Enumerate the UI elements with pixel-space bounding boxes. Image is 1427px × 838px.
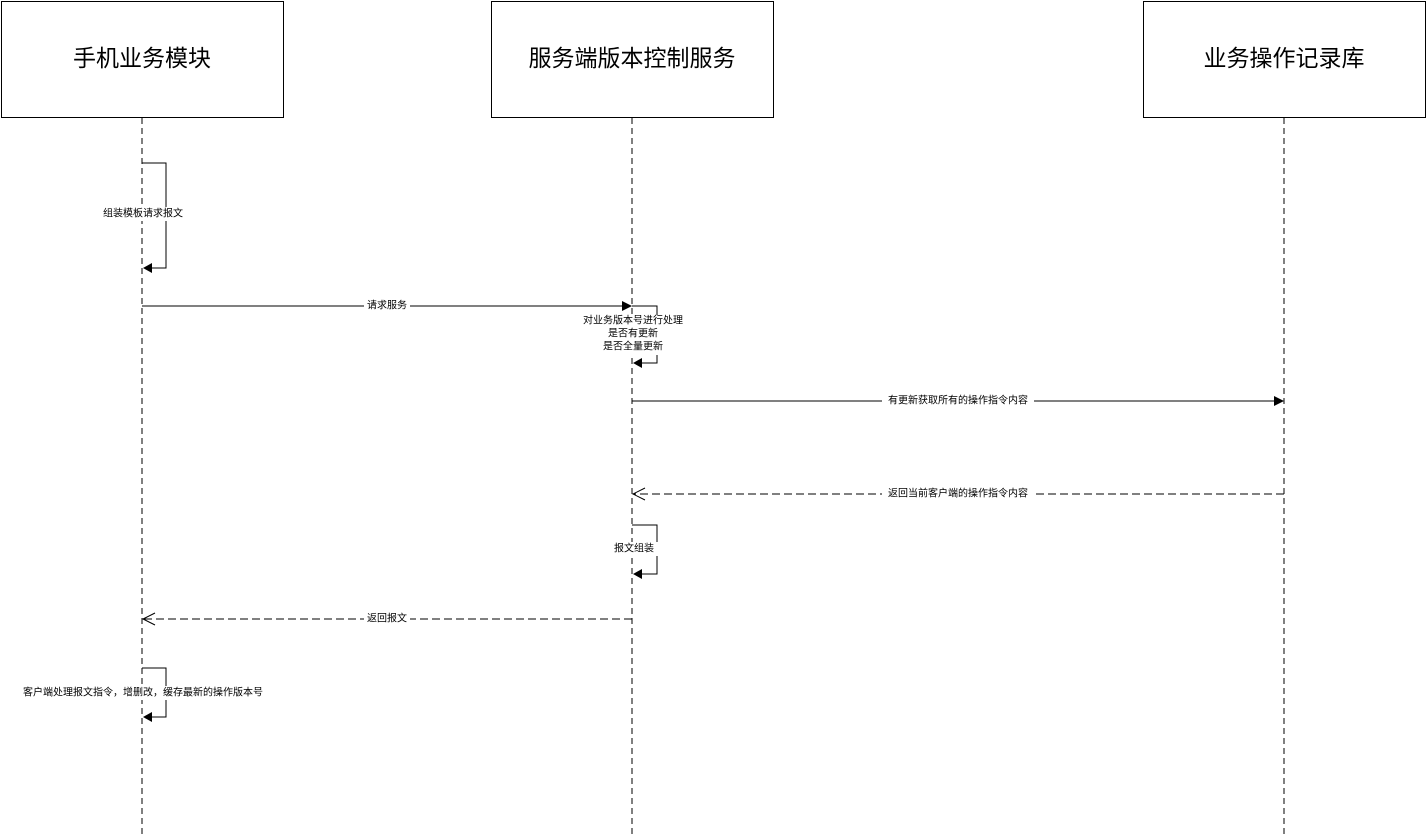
arrowhead-open <box>141 612 156 626</box>
arrowhead-filled <box>1274 396 1284 406</box>
participant-mobile: 手机业务模块 <box>1 1 284 118</box>
message-label: 组装模板请求报文 <box>103 207 183 220</box>
message-self-assemble-response: 报文组装 <box>610 524 658 579</box>
participant-store-label: 业务操作记录库 <box>1204 46 1365 72</box>
message-label: 客户端处理报文指令，增删改，缓存最新的操作版本号 <box>23 686 263 699</box>
message-label: 有更新获取所有的操作指令内容 <box>888 394 1028 407</box>
arrowhead-filled <box>622 301 632 311</box>
message-self-process-instructions: 客户端处理报文指令，增删改，缓存最新的操作版本号 <box>14 667 272 722</box>
message-label: 报文组装 <box>614 542 654 555</box>
message-label: 返回当前客户端的操作指令内容 <box>888 487 1028 500</box>
message-return-response: 返回报文 <box>141 612 632 626</box>
arrowhead-filled <box>633 358 642 368</box>
participant-mobile-label: 手机业务模块 <box>73 46 211 72</box>
message-self-assemble-request: 组装模板请求报文 <box>100 162 186 273</box>
message-label-line-1: 对业务版本号进行处理 <box>583 314 683 327</box>
message-label: 请求服务 <box>367 299 407 312</box>
message-fetch-operations: 有更新获取所有的操作指令内容 <box>632 394 1284 408</box>
message-label-line-3: 是否全量更新 <box>603 340 663 353</box>
arrowhead-filled <box>143 263 152 273</box>
participant-server: 服务端版本控制服务 <box>491 1 774 118</box>
message-label: 返回报文 <box>367 612 407 625</box>
message-self-version-check: 对业务版本号进行处理 是否有更新 是否全量更新 <box>578 305 688 368</box>
arrowhead-filled <box>633 569 642 579</box>
message-return-operations: 返回当前客户端的操作指令内容 <box>631 487 1284 501</box>
arrowhead-open <box>631 487 646 501</box>
arrowhead-filled <box>143 712 152 722</box>
participant-server-label: 服务端版本控制服务 <box>529 46 736 72</box>
message-label-line-2: 是否有更新 <box>608 327 658 340</box>
message-request-service: 请求服务 <box>142 299 632 313</box>
participant-store: 业务操作记录库 <box>1143 1 1426 118</box>
